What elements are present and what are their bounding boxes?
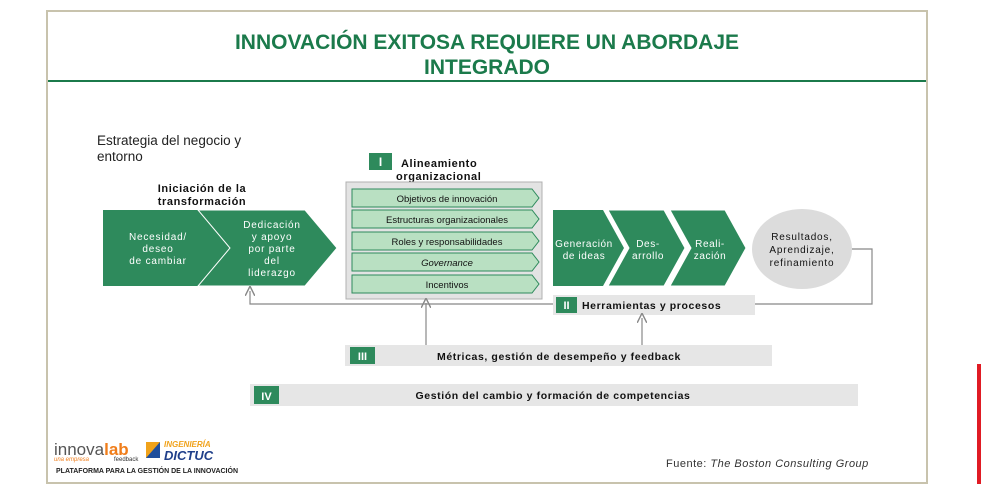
initiation-label-line1: Iniciación de la	[158, 183, 247, 195]
feedback-loop-arrow	[250, 248, 873, 305]
pillar3-badge	[350, 347, 375, 364]
pillar1-label-line2: organizacional	[396, 171, 481, 183]
pillar1-item5-label: Incentivos	[426, 280, 469, 291]
platform-label: PLATAFORMA PARA LA GESTIÓN DE LA INNOVAC…	[56, 468, 238, 475]
dictuc-label: DICTUC	[164, 448, 214, 463]
process-step3-line2: zación	[694, 251, 727, 262]
process-step-ideas	[553, 210, 624, 286]
accent-red-bar	[977, 364, 981, 484]
logo-feedback: feedback	[114, 457, 139, 463]
slide-title: INNOVACIÓN EXITOSA REQUIERE UN ABORDAJE …	[48, 30, 926, 80]
source-credit: Fuente: The Boston Consulting Group	[666, 458, 869, 470]
logo-wordmark: innovalab	[54, 440, 129, 459]
slide-title-line2: INTEGRADO	[424, 56, 550, 79]
initiation-step2-line4: del	[264, 256, 280, 267]
process-step2-line1: Des-	[636, 239, 660, 250]
pillar1-item-roles	[351, 231, 540, 251]
pillar2-numeral: II	[563, 300, 569, 312]
pillar2-label: Herramientas y procesos	[582, 300, 721, 312]
pillar3-bar	[345, 345, 772, 366]
initiation-step1-line3: de cambiar	[129, 256, 186, 267]
pillar1-item4-label: Governance	[421, 258, 473, 269]
initiation-step1-line2: deseo	[142, 244, 173, 255]
logo-tagline: una empresa	[54, 457, 90, 463]
initiation-step2-line5: liderazgo	[248, 268, 296, 279]
process-step-development	[607, 209, 686, 287]
process-step3-line1: Reali-	[695, 239, 725, 250]
initiation-label-line2: transformación	[158, 196, 246, 208]
dictuc-top-label: INGENIERÍA	[164, 440, 211, 449]
pillar4-numeral: IV	[261, 391, 272, 403]
pillar1-label-line1: Alineamiento	[401, 158, 477, 170]
pillar2-bar	[553, 295, 755, 315]
pillar1-item-incentives	[351, 274, 540, 294]
process-step1-line2: de ideas	[563, 251, 606, 262]
pillar1-item3-label: Roles y responsabilidades	[392, 237, 503, 248]
pillar1-item-governance	[351, 252, 540, 272]
initiation-step2-line2: y apoyo	[252, 232, 293, 243]
source-prefix: Fuente:	[666, 458, 707, 470]
pillar4-badge	[254, 386, 279, 404]
pillar4-bar	[250, 384, 858, 406]
pillar1-numeral: I	[379, 155, 382, 169]
initiation-step-need	[103, 210, 232, 286]
context-line1: Estrategia del negocio y	[97, 133, 241, 148]
result-line1: Resultados,	[771, 232, 833, 243]
result-line3: refinamiento	[770, 258, 835, 269]
initiation-step2-line1: Dedicación	[243, 220, 300, 231]
initiation-step1-line1: Necesidad/	[129, 232, 187, 243]
result-ellipse	[752, 209, 852, 289]
context-line2: entorno	[97, 149, 143, 164]
initiation-step2-line3: por parte	[248, 244, 295, 255]
title-rule	[48, 80, 926, 82]
pillar3-label: Métricas, gestión de desempeño y feedbac…	[437, 351, 681, 363]
pillar4-label: Gestión del cambio y formación de compet…	[415, 390, 690, 402]
slide-title-line1: INNOVACIÓN EXITOSA REQUIERE UN ABORDAJE	[234, 31, 740, 54]
process-step-realization	[669, 209, 747, 287]
pillar1-item1-label: Objetivos de innovación	[397, 194, 498, 205]
initiation-step-leadership	[196, 209, 338, 287]
process-step1-line1: Generación	[555, 239, 613, 250]
pillar1-item2-label: Estructuras organizacionales	[386, 215, 508, 226]
source-name: The Boston Consulting Group	[710, 458, 869, 470]
pillar1-item-objectives	[351, 188, 540, 208]
pillar1-item-structures	[351, 209, 540, 229]
pillar1-badge	[369, 153, 392, 170]
result-line2: Aprendizaje,	[769, 245, 834, 256]
pillar3-numeral: III	[358, 351, 367, 363]
process-step2-line2: arrollo	[632, 251, 664, 262]
pillar2-badge	[556, 297, 577, 313]
